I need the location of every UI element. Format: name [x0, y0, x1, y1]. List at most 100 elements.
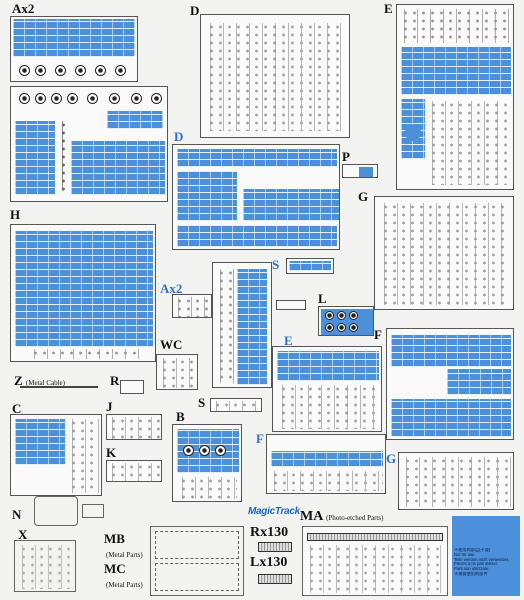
label-ax2-mid: Ax2: [160, 281, 183, 296]
wheel-icon: [35, 65, 46, 76]
sprue-g: [374, 196, 514, 310]
label-z: Z (Metal Cable): [14, 373, 65, 388]
highlight-e-circle: [405, 125, 421, 141]
label-mc-note: (Metal Parts): [106, 581, 143, 589]
wheel-icon: [19, 93, 30, 104]
wheel-icon: [55, 65, 66, 76]
highlight-c: [15, 419, 65, 465]
wheel-icon: [87, 93, 98, 104]
wheel-icon: [19, 65, 30, 76]
highlight-f-top: [391, 335, 511, 367]
label-ma: MA (Photo-etched Parts): [300, 509, 384, 524]
highlight-d-bottom: [177, 225, 337, 247]
highlight-p: [359, 167, 373, 177]
label-p: P: [342, 149, 350, 164]
highlight-f-mid: [447, 369, 511, 395]
highlight-ax2-left: [15, 121, 55, 195]
sprue-d-blue: [172, 144, 340, 250]
highlight-e-mid: [277, 351, 379, 381]
sprue-j: [106, 414, 162, 440]
label-e-mid: E: [284, 333, 293, 348]
label-d-top: D: [190, 3, 200, 18]
note-line: 不使用的部品(不要): [454, 548, 491, 552]
sprue-p: [342, 164, 378, 178]
highlight-f-bottom: [391, 399, 511, 437]
sprue-s: [212, 262, 272, 388]
wheel-icon: [67, 93, 78, 104]
label-wc: WC: [160, 337, 183, 352]
label-g-bottom: G: [386, 451, 397, 466]
metal-cable: [20, 386, 98, 388]
sprue-c: [10, 414, 102, 496]
label-c: C: [12, 401, 22, 416]
label-f-right: F: [374, 327, 382, 342]
highlight-h: [15, 231, 153, 347]
label-f-mid: F: [256, 431, 264, 446]
label-s: S: [272, 257, 280, 272]
sprue-f-mid: [266, 434, 386, 494]
sprue-s-small-2: [210, 398, 262, 412]
label-b: B: [176, 409, 185, 424]
sprue-f-right: [386, 328, 514, 440]
wheel-icon: [51, 93, 62, 104]
highlight-s: [237, 269, 267, 385]
highlight-f-mid-strip: [271, 451, 383, 467]
not-for-use-legend: 不使用的部品(不要) Not for use. Teile werden nic…: [452, 516, 520, 596]
highlight-ax2-bottom: [71, 141, 165, 195]
sprue-ax2-main: [10, 86, 168, 202]
label-mb-note: (Metal Parts): [106, 551, 143, 559]
sprue-b: [172, 424, 242, 502]
photo-etched-fret: [302, 526, 448, 596]
label-d-blue: D: [174, 129, 184, 144]
label-z-note: (Metal Cable): [25, 379, 65, 387]
label-r: R: [110, 373, 120, 388]
label-s-small: S: [198, 395, 206, 410]
label-rx130: Rx130: [250, 525, 289, 540]
part-n-hull: [34, 496, 78, 526]
track-link-right: [258, 542, 292, 552]
highlight-ax2-top-right: [107, 111, 163, 129]
sprue-k: [106, 460, 162, 482]
note-line: Parti non utilizzate.: [454, 567, 490, 572]
sprue-wc: [156, 354, 198, 390]
note-line: 不需要使用的部件: [454, 572, 488, 577]
sprue-r: [120, 380, 144, 394]
sprue-ax2-top: [10, 16, 138, 82]
sprue-e-top: [396, 4, 514, 190]
highlight-d-top: [177, 149, 337, 167]
highlight-e-top: [401, 47, 511, 95]
wheel-icon: [115, 65, 126, 76]
metal-parts-mb-mc: [150, 526, 244, 596]
part-x-hull: [14, 540, 76, 592]
label-g: G: [358, 189, 369, 204]
wheel-icon: [75, 65, 86, 76]
wheel-icon: [109, 93, 120, 104]
wheel-icon: [131, 93, 142, 104]
sprue-d-top: [200, 14, 350, 138]
label-n: N: [12, 507, 22, 522]
wheel-icon: [95, 65, 106, 76]
sprue-l: [318, 306, 374, 336]
part-n-detail: [82, 504, 104, 518]
highlight-d-mid: [243, 189, 339, 221]
wheel-icon: [151, 93, 162, 104]
note-line: Not for use.: [454, 552, 476, 557]
sprue-h: [10, 224, 156, 362]
note-line: Teile werden nicht verwendet.: [454, 557, 510, 562]
magic-track-logo: MagicTrack: [248, 498, 300, 528]
track-link-left: [258, 574, 292, 584]
label-x: X: [18, 527, 28, 542]
note-line: Pièces à ne pas utiliser.: [454, 562, 498, 567]
label-mc: MC: [104, 561, 126, 576]
sprue-ax2-mid: [172, 294, 212, 318]
label-k: K: [106, 445, 117, 460]
label-ax2-top: Ax2: [12, 1, 35, 16]
highlight-ax2-top: [13, 19, 135, 57]
sprue-s-small: [286, 258, 334, 274]
label-lx130: Lx130: [250, 555, 288, 570]
label-ma-note: (Photo-etched Parts): [326, 514, 384, 522]
label-j: J: [106, 399, 113, 414]
wheel-icon: [35, 93, 46, 104]
highlight-d-left: [177, 171, 237, 221]
label-h: H: [10, 207, 21, 222]
